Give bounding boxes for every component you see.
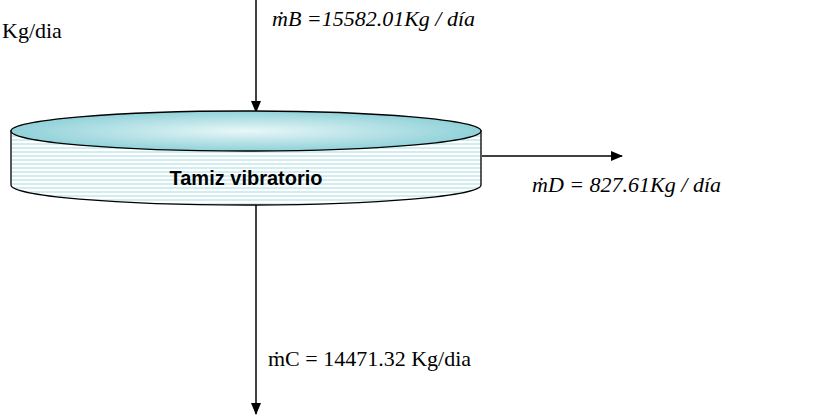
cylinder-outline	[10, 110, 482, 206]
node-label: Tamiz vibratorio	[170, 167, 323, 190]
mass-flow-label: Kg/dia	[2, 18, 62, 44]
oversize-arrow	[482, 155, 622, 157]
sieve-cylinder: Tamiz vibratorio	[10, 110, 482, 206]
inlet-arrow	[255, 0, 257, 112]
undersize-arrow	[255, 204, 257, 414]
mass-flow-label: ṁC = 14471.32 Kg/dia	[268, 346, 471, 372]
mass-flow-label: ṁB =15582.01Kg / día	[272, 6, 475, 32]
mass-flow-label: ṁD = 827.61Kg / día	[532, 172, 721, 198]
